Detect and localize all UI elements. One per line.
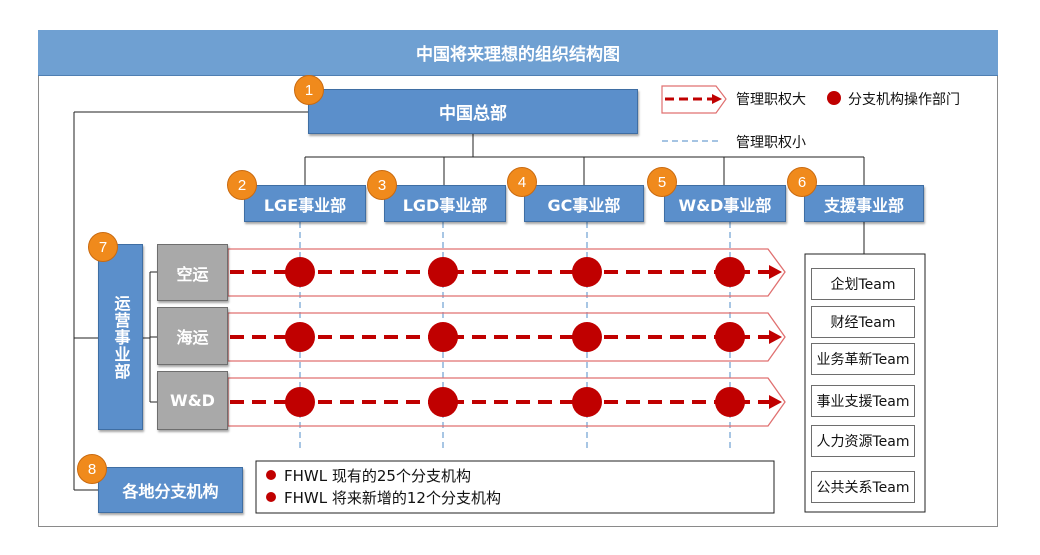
dot-sea-gc <box>572 322 602 352</box>
division-gc: GC事业部 <box>524 185 644 222</box>
lane-arrow-air <box>227 248 786 297</box>
note-text: FHWL 现有的25个分支机构 <box>284 466 471 485</box>
branch-op-dots <box>285 257 745 417</box>
legend-branch-op-label: 分支机构操作部门 <box>848 92 960 108</box>
bullet-dot-icon <box>266 470 276 480</box>
note-item: FHWL 现有的25个分支机构 <box>266 464 766 486</box>
dot-wd-gc <box>572 387 602 417</box>
dot-wd-wd <box>715 387 745 417</box>
support-team: 业务革新Team <box>811 343 915 375</box>
legend-red-dot <box>827 91 841 105</box>
page-title: 中国将来理想的组织结构图 <box>38 30 998 76</box>
dot-sea-wd <box>715 322 745 352</box>
division-support: 支援事业部 <box>804 185 924 222</box>
support-team: 公共关系Team <box>811 471 915 503</box>
badge-division-support: 6 <box>787 167 817 197</box>
branches-box: 各地分支机构 <box>98 467 243 513</box>
mode-label: 空运 <box>176 264 209 284</box>
division-wd: W&D事业部 <box>664 185 786 222</box>
hq-tree-lines <box>73 111 865 491</box>
notes-box <box>255 460 775 514</box>
branches-label: 各地分支机构 <box>122 482 219 501</box>
bullet-dot-icon <box>266 492 276 502</box>
division-label: 支援事业部 <box>823 195 904 215</box>
support-team: 财经Team <box>811 306 915 338</box>
legend-graphics <box>661 85 841 142</box>
badge-branches: 8 <box>77 454 107 484</box>
badge-division-wd: 5 <box>647 167 677 197</box>
mode-air: 空运 <box>157 244 228 301</box>
dot-air-gc <box>572 257 602 287</box>
operations-label: 运营事业部 <box>111 294 131 380</box>
dot-sea-lge <box>285 322 315 352</box>
lane-arrow-sea <box>227 312 786 362</box>
mode-wd: W&D <box>157 371 228 430</box>
note-text: FHWL 将来新增的12个分支机构 <box>284 488 501 507</box>
badge-division-lge: 2 <box>227 170 257 200</box>
support-team: 人力资源Team <box>811 425 915 457</box>
notes-list: FHWL 现有的25个分支机构 FHWL 将来新增的12个分支机构 <box>266 464 766 508</box>
legend-strong-label: 管理职权大 <box>736 92 806 108</box>
dot-wd-lge <box>285 387 315 417</box>
mode-label: W&D <box>170 391 215 410</box>
strong-authority-lines <box>230 270 770 404</box>
dot-wd-lgd <box>428 387 458 417</box>
support-team: 企划Team <box>811 268 915 300</box>
hq-box: 中国总部 <box>308 89 638 134</box>
badge-division-gc: 4 <box>507 167 537 197</box>
division-label: LGD事业部 <box>402 195 488 215</box>
lane-arrows <box>227 248 786 427</box>
lane-arrow-wd <box>227 377 786 427</box>
division-lgd: LGD事业部 <box>384 185 506 222</box>
division-label: W&D事业部 <box>678 195 772 215</box>
dot-air-wd <box>715 257 745 287</box>
legend-weak-label: 管理职权小 <box>736 135 806 151</box>
division-label: GC事业部 <box>547 195 621 215</box>
mode-label: 海运 <box>176 328 209 347</box>
dot-air-lgd <box>428 257 458 287</box>
note-item: FHWL 将来新增的12个分支机构 <box>266 486 766 508</box>
operations-box: 运营事业部 <box>98 244 143 430</box>
division-lge: LGE事业部 <box>244 185 366 222</box>
division-label: LGE事业部 <box>263 195 347 215</box>
mode-sea: 海运 <box>157 307 228 365</box>
legend-arrow-outline <box>661 85 727 114</box>
arrow-heads <box>769 265 782 409</box>
badge-hq: 1 <box>294 75 324 105</box>
badge-operations: 7 <box>88 232 118 262</box>
dot-sea-lgd <box>428 322 458 352</box>
hq-label: 中国总部 <box>439 104 507 124</box>
support-team: 事业支援Team <box>811 385 915 417</box>
badge-division-lgd: 3 <box>367 170 397 200</box>
dot-air-lge <box>285 257 315 287</box>
